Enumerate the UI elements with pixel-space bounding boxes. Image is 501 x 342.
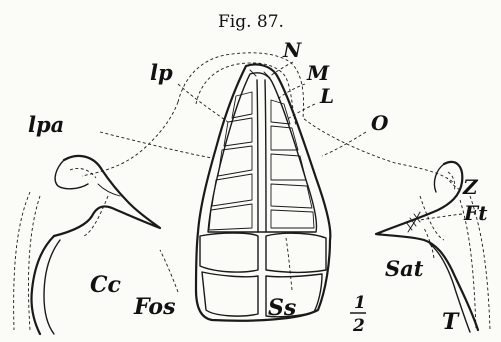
scale-denominator: 2: [352, 316, 365, 336]
label-Cc: Cc: [90, 272, 122, 298]
figure-title: Fig. 87.: [218, 12, 284, 32]
label-M: M: [306, 61, 330, 85]
label-Ss: Ss: [268, 295, 296, 321]
label-Z: Z: [462, 175, 479, 199]
scale-numerator: 1: [354, 293, 366, 313]
label-Fos: Fos: [133, 294, 175, 320]
label-lpa: lpa: [28, 112, 64, 137]
label-lp: lp: [150, 60, 173, 85]
label-Ft: Ft: [463, 201, 488, 225]
label-Sat: Sat: [385, 256, 424, 281]
label-L: L: [319, 84, 334, 108]
nasal-capsule: [196, 64, 330, 320]
label-N: N: [282, 38, 302, 62]
label-T: T: [442, 309, 460, 335]
label-O: O: [371, 111, 389, 135]
